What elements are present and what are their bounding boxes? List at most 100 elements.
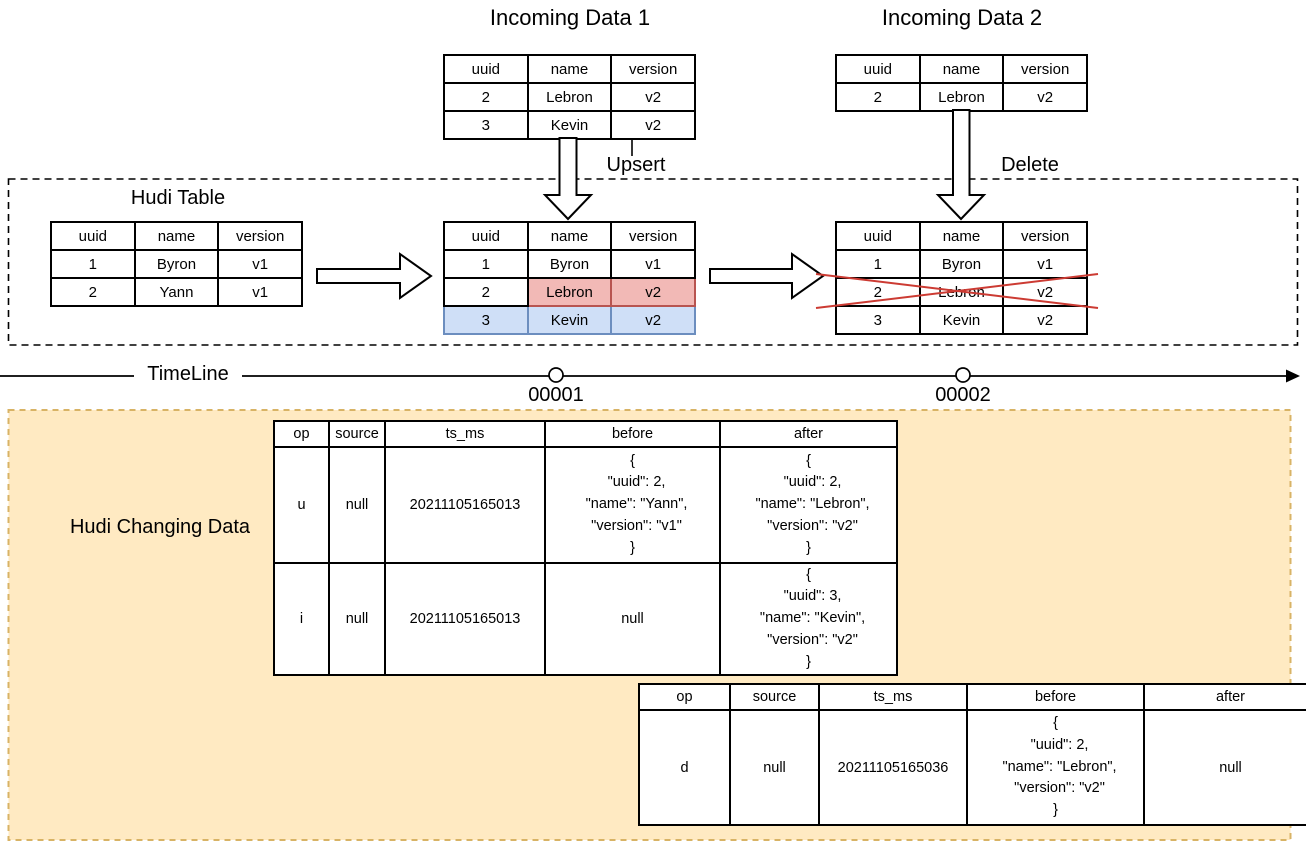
column-header: before [544, 420, 721, 448]
table-cell: i [273, 562, 330, 676]
column-header: name [526, 221, 613, 251]
table-cell: 2 [443, 82, 529, 112]
table-cell: null [1143, 709, 1306, 826]
table-cell: Lebron [526, 82, 613, 112]
table-cell: Byron [526, 249, 613, 279]
transition-arrow-1-icon [316, 252, 433, 300]
table-cell: 3 [835, 305, 921, 335]
column-header: after [719, 420, 898, 448]
column-header: version [610, 221, 696, 251]
table-cell: Kevin [526, 305, 613, 335]
timeline-commit-marker-00002 [955, 367, 971, 383]
delete-arrow-icon [935, 109, 987, 221]
timeline-instant-00002: 00002 [935, 384, 991, 406]
table-cell: v1 [610, 249, 696, 279]
table-cell: d [638, 709, 731, 826]
table-cell: 1 [50, 249, 136, 279]
table-cell: 2 [50, 277, 136, 307]
table-cell: Lebron [918, 277, 1005, 307]
timeline-instant-00001: 00001 [528, 384, 584, 406]
table-cell: v2 [1002, 277, 1088, 307]
table-cell: u [273, 446, 330, 564]
table-cell: { "uuid": 2, "name": "Yann", "version": … [544, 446, 721, 564]
table-cell: null [544, 562, 721, 676]
column-header: op [273, 420, 330, 448]
table-cell: v2 [610, 110, 696, 140]
column-header: source [729, 683, 820, 711]
table-cell: v1 [217, 277, 303, 307]
column-header: ts_ms [384, 420, 546, 448]
table-cell: null [328, 562, 386, 676]
delete-label: Delete [1001, 154, 1059, 176]
table-cell: Byron [133, 249, 220, 279]
table-cell: v1 [1002, 249, 1088, 279]
table-cell: { "uuid": 3, "name": "Kevin", "version":… [719, 562, 898, 676]
hudi-table-title: Hudi Table [130, 187, 226, 209]
table-cell: v2 [610, 82, 696, 112]
table-cell: v1 [217, 249, 303, 279]
table-cell: 3 [443, 110, 529, 140]
table-cell: v2 [1002, 305, 1088, 335]
table-cell: 20211105165013 [384, 562, 546, 676]
column-header: version [610, 54, 696, 84]
table-cell: Yann [133, 277, 220, 307]
table-cell: 2 [835, 277, 921, 307]
column-header: version [1002, 221, 1088, 251]
column-header: version [217, 221, 303, 251]
table-cell: { "uuid": 2, "name": "Lebron", "version"… [966, 709, 1145, 826]
table-cell: { "uuid": 2, "name": "Lebron", "version"… [719, 446, 898, 564]
column-header: name [918, 54, 1005, 84]
table-cell: 1 [835, 249, 921, 279]
column-header: uuid [835, 221, 921, 251]
table-cell: v2 [610, 277, 696, 307]
transition-arrow-2-icon [709, 252, 825, 300]
column-header: uuid [835, 54, 921, 84]
column-header: uuid [443, 221, 529, 251]
column-header: name [918, 221, 1005, 251]
hudi-changing-data-title: Hudi Changing Data [69, 516, 251, 538]
timeline-arrowhead-icon [1286, 369, 1300, 383]
table-cell: Kevin [918, 305, 1005, 335]
table-cell: Lebron [526, 277, 613, 307]
table-cell: null [729, 709, 820, 826]
column-header: uuid [50, 221, 136, 251]
incoming-data-1-title: Incoming Data 1 [489, 5, 651, 30]
column-header: op [638, 683, 731, 711]
column-header: name [526, 54, 613, 84]
table-cell: 20211105165036 [818, 709, 968, 826]
table-cell: 2 [835, 82, 921, 112]
table-cell: 1 [443, 249, 529, 279]
column-header: version [1002, 54, 1088, 84]
table-cell: 20211105165013 [384, 446, 546, 564]
column-header: source [328, 420, 386, 448]
